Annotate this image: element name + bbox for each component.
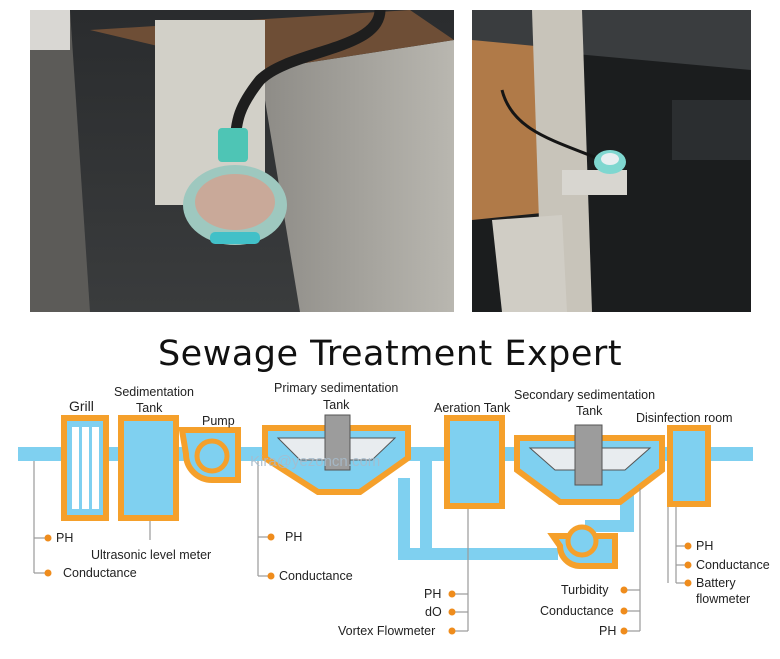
label-pump: Pump: [202, 414, 235, 428]
label-aeration-tank: Aeration Tank: [434, 401, 511, 415]
sensor-ultrasonic-level-meter: Ultrasonic level meter: [91, 548, 211, 562]
sensor-aeration-do: dO: [425, 605, 442, 619]
sensor-secondary-turbidity: Turbidity: [561, 583, 609, 597]
sensor-disinfection-conductance: Conductance: [696, 558, 770, 572]
label-primary-sedimentation-2: Tank: [323, 398, 350, 412]
label-grill: Grill: [69, 398, 94, 414]
label-disinfection-room: Disinfection room: [636, 411, 733, 425]
photo-sensor-bracket: [472, 10, 751, 312]
sensor-secondary-ph: PH: [599, 624, 616, 638]
label-secondary-sedimentation-2: Tank: [576, 404, 603, 418]
label-primary-sedimentation-1: Primary sedimentation: [274, 381, 398, 395]
sedimentation-tank-unit: [118, 415, 179, 521]
primary-sedimentation-unit: [262, 414, 411, 495]
sensor-primary-conductance: Conductance: [279, 569, 353, 583]
sensor-inlet-conductance: Conductance: [63, 566, 137, 580]
aeration-tank-unit: [444, 415, 505, 509]
sensor-disinfection-ph: PH: [696, 539, 713, 553]
sensor-aeration-vortex-flowmeter: Vortex Flowmeter: [338, 624, 435, 638]
label-secondary-sedimentation-1: Secondary sedimentation: [514, 388, 655, 402]
sensor-disinfection-battery: Battery: [696, 576, 736, 590]
watermark-text: Kira@yezoncn.com: [250, 453, 380, 470]
page-title: Sewage Treatment Expert: [157, 334, 623, 374]
disinfection-room-unit: [667, 425, 711, 507]
sensor-secondary-conductance: Conductance: [540, 604, 614, 618]
secondary-sedimentation-unit: [514, 424, 665, 505]
return-pump-unit: [547, 524, 618, 569]
sensor-aeration-ph: PH: [424, 587, 441, 601]
label-sedimentation-tank-1: Sedimentation: [114, 385, 194, 399]
sensor-disinfection-flowmeter: flowmeter: [696, 592, 750, 606]
photo-sensor-tank: [30, 10, 454, 312]
label-sedimentation-tank-2: Tank: [136, 401, 163, 415]
pump-unit: [178, 427, 241, 483]
sensor-dots: [44, 533, 692, 635]
sensor-primary-ph: PH: [285, 530, 302, 544]
grill-unit: [61, 415, 109, 521]
sensor-inlet-ph: PH: [56, 531, 73, 545]
